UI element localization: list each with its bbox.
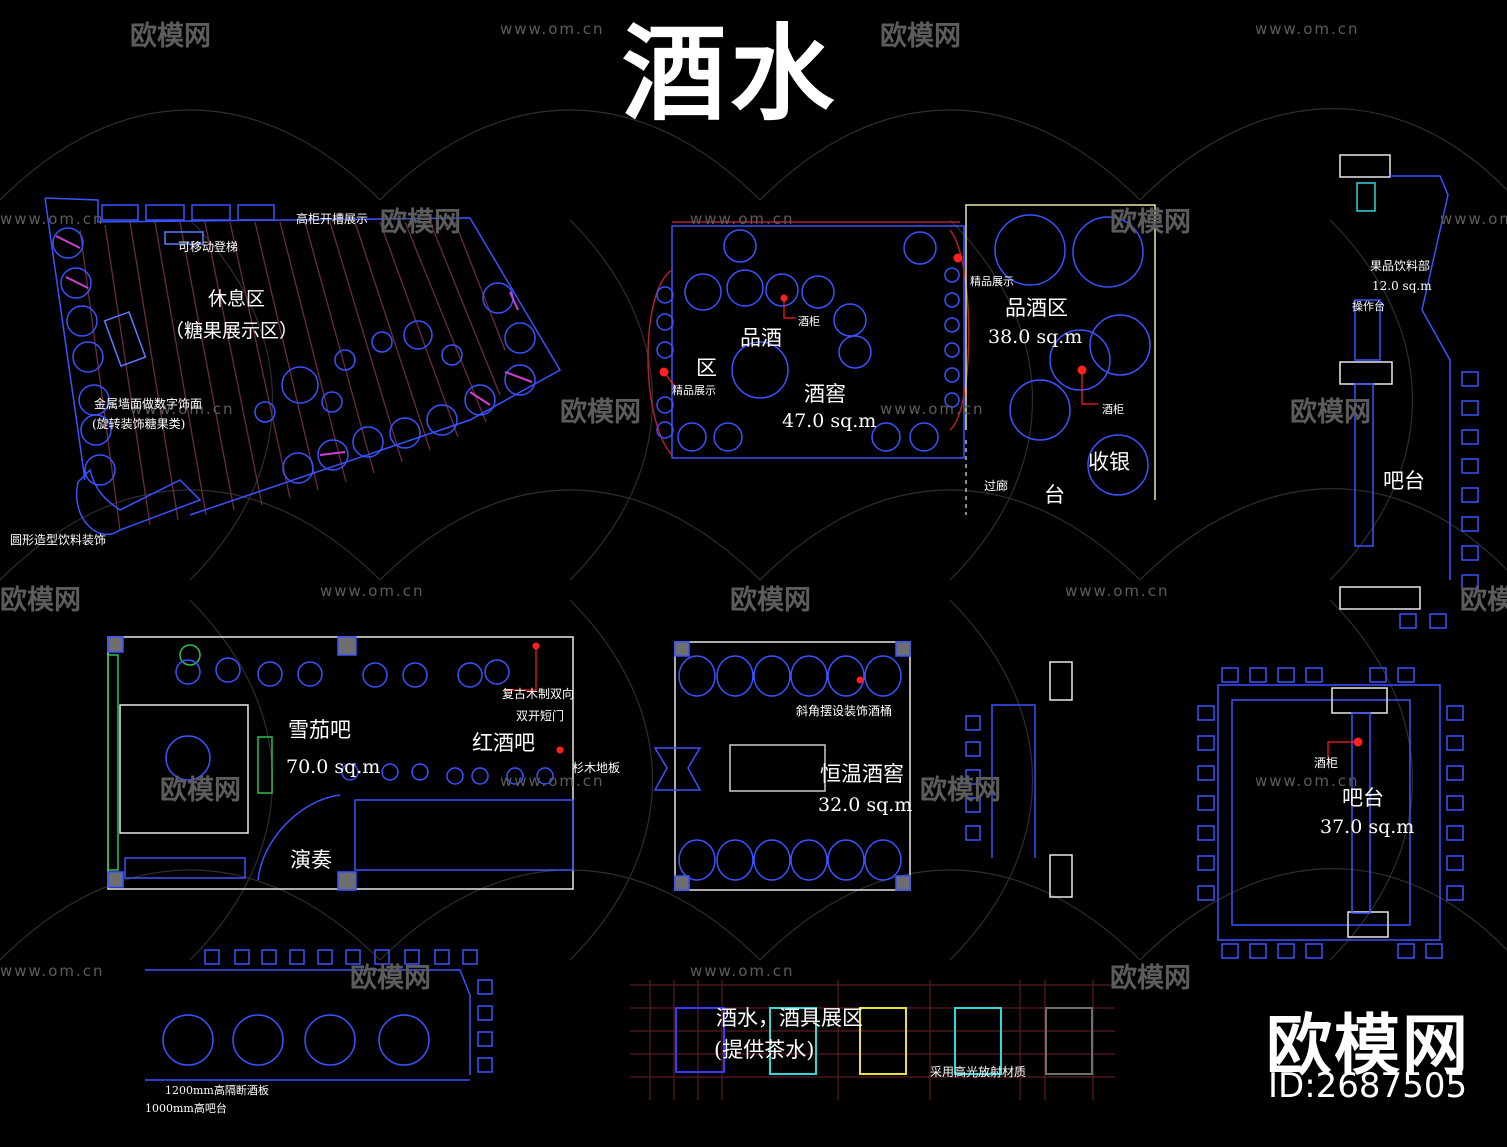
watermark-logo: 欧模网 xyxy=(160,775,241,806)
watermark-logo: 欧模网 xyxy=(1110,963,1191,994)
constant-cellar-plan xyxy=(653,641,911,891)
watermark-url: www.om.cn xyxy=(130,400,235,418)
brand-logo: 欧模网 xyxy=(1266,1007,1470,1084)
display-grid xyxy=(630,980,1115,1100)
label-fir-floor: 杉木地板 xyxy=(572,761,621,775)
label-constant-area: 32.0 sq.m xyxy=(818,794,913,816)
brand-id: ID:2687505 xyxy=(1268,1066,1468,1106)
rest-area-plan xyxy=(44,197,562,536)
label-zone-char: 区 xyxy=(696,356,717,380)
watermark-url: www.om.cn xyxy=(880,400,985,418)
accent-markers xyxy=(505,253,1363,760)
watermark-url: www.om.cn xyxy=(1255,772,1360,790)
label-rest-area: 休息区 xyxy=(208,288,266,310)
watermark-url: www.om.cn xyxy=(500,772,605,790)
tasting-zone-plan xyxy=(965,204,1156,515)
watermark-url: www.om.cn xyxy=(0,210,105,228)
watermark-url: www.om.cn xyxy=(1255,20,1360,38)
label-stairs: 可移动登梯 xyxy=(178,240,239,254)
watermark-logo: 欧模网 xyxy=(920,775,1001,806)
label-cellar: 酒窖 xyxy=(804,382,846,406)
label-candy-area: （糖果展示区） xyxy=(165,320,299,342)
watermark-logo: 欧模网 xyxy=(880,21,961,52)
label-bar-b-area: 37.0 sq.m xyxy=(1320,816,1415,838)
watermark-url: www.om.cn xyxy=(1065,582,1170,600)
watermark-logo: 欧模网 xyxy=(380,207,461,238)
label-cigar-bar: 雪茄吧 xyxy=(288,718,351,742)
label-antique-door: 复古木制双向 xyxy=(502,687,575,701)
label-high-bar: 1000mm高吧台 xyxy=(145,1102,227,1115)
label-high-cabinet: 高柜开槽展示 xyxy=(296,212,369,226)
rest-area-hatch xyxy=(79,221,506,531)
label-red-wine-bar: 红酒吧 xyxy=(472,731,535,755)
bar-37-plan xyxy=(1197,667,1464,959)
watermark-logo: 欧模网 xyxy=(1110,207,1191,238)
watermark-url: www.om.cn xyxy=(0,962,105,980)
label-bar-counter-b: 吧台 xyxy=(1342,786,1384,810)
label-display-area: 酒水，酒具展区 xyxy=(716,1006,863,1030)
label-wall-decor: 金属墙面做数字饰面 xyxy=(94,397,203,411)
label-display-sub: (提供茶水) xyxy=(714,1038,815,1062)
page-title: 酒水 xyxy=(622,12,839,135)
watermark-url: www.om.cn xyxy=(320,582,425,600)
label-wine-cabinet-a: 酒柜 xyxy=(798,315,820,328)
label-counter-char: 台 xyxy=(1044,483,1065,507)
bottom-lounge-plan xyxy=(145,949,493,1081)
watermark-logo: 欧模网 xyxy=(350,963,431,994)
label-cashier: 收银 xyxy=(1088,450,1130,474)
label-antique-door-sub: 双开短门 xyxy=(516,709,565,723)
label-performance: 演奏 xyxy=(290,848,332,872)
watermark-logo: 欧模网 xyxy=(130,21,211,52)
label-tasting: 品酒 xyxy=(740,326,782,350)
cigar-bar-plan xyxy=(107,636,574,891)
label-fine-display-a: 精品展示 xyxy=(672,384,716,397)
rest-area-wall xyxy=(44,197,562,516)
barrels-top xyxy=(678,655,902,697)
label-wall-decor-sub: (旋转装饰糖果类) xyxy=(92,417,186,431)
label-corridor: 过廊 xyxy=(984,479,1009,493)
label-wine-cabinet-c: 酒柜 xyxy=(1314,756,1339,770)
juice-bar-plan xyxy=(1339,154,1479,629)
label-operation-table: 操作台 xyxy=(1352,300,1385,313)
label-cigar-area: 70.0 sq.m xyxy=(286,756,381,778)
label-bar-counter-a: 吧台 xyxy=(1383,469,1425,493)
label-glossy: 采用高光放射材质 xyxy=(930,1065,1027,1079)
label-cellar-area: 47.0 sq.m xyxy=(782,410,877,432)
watermark-logo: 欧模网 xyxy=(730,585,811,616)
barrels-bottom xyxy=(678,839,902,881)
cellar-plan xyxy=(647,221,970,459)
label-drink-decor: 圆形造型饮料装饰 xyxy=(10,533,107,547)
label-juice-dept: 果品饮料部 xyxy=(1370,259,1431,273)
watermark-logo: 欧模网 xyxy=(560,397,641,428)
label-oblique-barrels: 斜角摆设装饰酒桶 xyxy=(796,704,893,718)
watermark-logo: 欧模网 xyxy=(1290,397,1371,428)
label-tasting-zone: 品酒区 xyxy=(1005,296,1068,320)
label-constant-cellar: 恒温酒窖 xyxy=(820,762,904,786)
label-juice-area: 12.0 sq.m xyxy=(1372,279,1432,293)
watermark-url: www.om.cn xyxy=(500,20,605,38)
watermark-url: www.om.cn xyxy=(690,210,795,228)
watermark-url: www.om.cn xyxy=(1440,210,1507,228)
label-partition: 1200mm高隔断酒板 xyxy=(165,1084,269,1097)
watermark-logo: 欧模网 xyxy=(0,585,81,616)
watermark-url: www.om.cn xyxy=(690,962,795,980)
watermark-logo: 欧模网 xyxy=(1460,585,1507,616)
label-wine-cabinet-b: 酒柜 xyxy=(1102,403,1124,416)
label-fine-display-b: 精品展示 xyxy=(970,275,1014,288)
side-bar-elevation xyxy=(965,661,1073,898)
label-tasting-zone-area: 38.0 sq.m xyxy=(988,326,1083,348)
